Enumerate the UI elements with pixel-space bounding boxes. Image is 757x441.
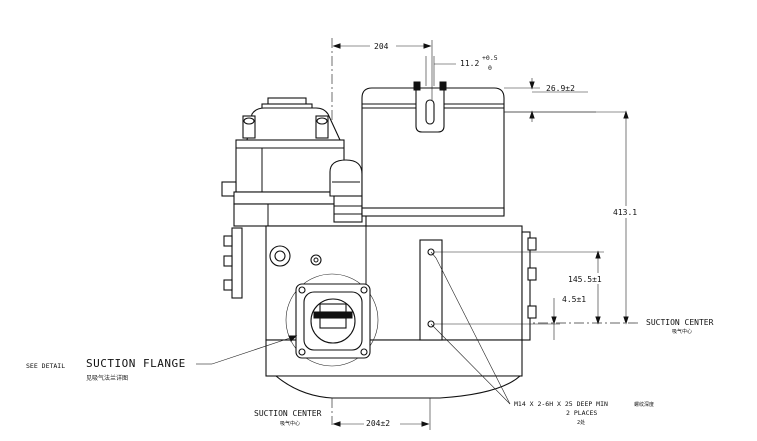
dim-small-height-value: 4.5±1 — [562, 295, 586, 304]
suction-flange-callout: SEE DETAIL SUCTION FLANGE 见吸气法兰详图 — [26, 335, 298, 382]
thread-note-callout: M14 X 2-6H X 25 DEEP MIN 螺纹深度 2 PLACES 2… — [430, 251, 654, 426]
dim-mid-height-value: 145.5±1 — [568, 275, 602, 284]
dim-top-offset-value: 26.9±2 — [546, 84, 575, 93]
dim-small-height: 4.5±1 — [434, 295, 586, 340]
terminal-box — [221, 97, 367, 227]
suction-center-bottom-label: SUCTION CENTER 吸气中心 — [254, 409, 322, 427]
dim-bottom-width: 204±2 — [332, 398, 431, 430]
see-detail-text: SEE DETAIL — [26, 362, 65, 370]
thread-places-cn: 2处 — [577, 419, 585, 426]
dim-slot-tol-upper: +0.5 — [482, 54, 498, 62]
suction-center-right-cn: 吸气中心 — [672, 328, 692, 335]
dim-total-height-value: 413.1 — [613, 208, 637, 217]
dim-top-offset: 26.9±2 — [504, 78, 596, 122]
suction-center-right-label: SUCTION CENTER 吸气中心 — [646, 318, 714, 335]
suction-center-bottom-text: SUCTION CENTER — [254, 409, 322, 418]
dim-slot-offset-value: 11.2 — [460, 59, 479, 68]
dim-total-height: 413.1 — [504, 110, 642, 325]
suction-flange — [285, 273, 379, 367]
suction-center-right-text: SUCTION CENTER — [646, 318, 714, 327]
dim-bottom-width-value: 204±2 — [366, 419, 390, 428]
dim-top-width-value: 204 — [374, 42, 389, 51]
suction-flange-text: SUCTION FLANGE — [86, 357, 186, 370]
thread-places-text: 2 PLACES — [566, 409, 597, 417]
dim-top-width: 204 — [332, 40, 433, 100]
dim-slot-offset: 11.2 +0.5 0 — [425, 54, 498, 86]
upper-housing — [361, 81, 505, 217]
dim-mid-height: 145.5±1 — [434, 250, 614, 325]
thread-note-text: M14 X 2-6H X 25 DEEP MIN — [514, 400, 608, 408]
dim-slot-tol-lower: 0 — [488, 64, 492, 72]
suction-flange-cn: 见吸气法兰详图 — [86, 374, 128, 382]
suction-center-bottom-cn: 吸气中心 — [280, 420, 300, 427]
thread-note-cn: 螺纹深度 — [634, 401, 654, 408]
